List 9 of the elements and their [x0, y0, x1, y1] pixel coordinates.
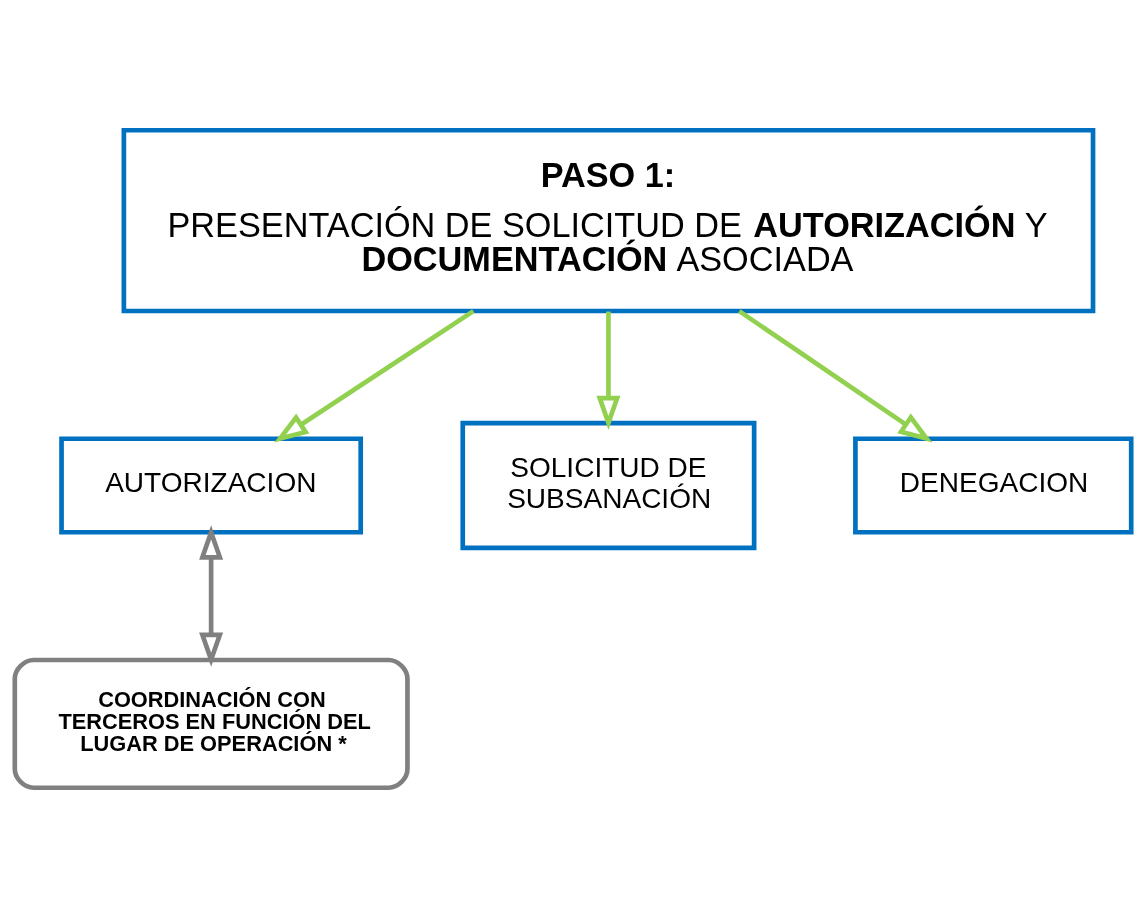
node-box: AUTORIZACION [59, 435, 364, 535]
arrow [737, 308, 933, 442]
arrow [596, 311, 621, 430]
node-box: COORDINACIÓN CON TERCEROS EN FUNCIÓN DEL LUGAR DE OPERACIÓN * [12, 657, 410, 790]
node-box: DENEGACION [853, 435, 1134, 535]
arrow [274, 308, 475, 442]
node-box: PASO 1: PRESENTACIÓN DE SOLICITUD DE AUTORIZACIÓN Y DOCUMENTACIÓN ASOCIADA [121, 127, 1096, 313]
arrow [199, 524, 224, 667]
node-box: SOLICITUD DE SUBSANACIÓN [460, 420, 757, 550]
